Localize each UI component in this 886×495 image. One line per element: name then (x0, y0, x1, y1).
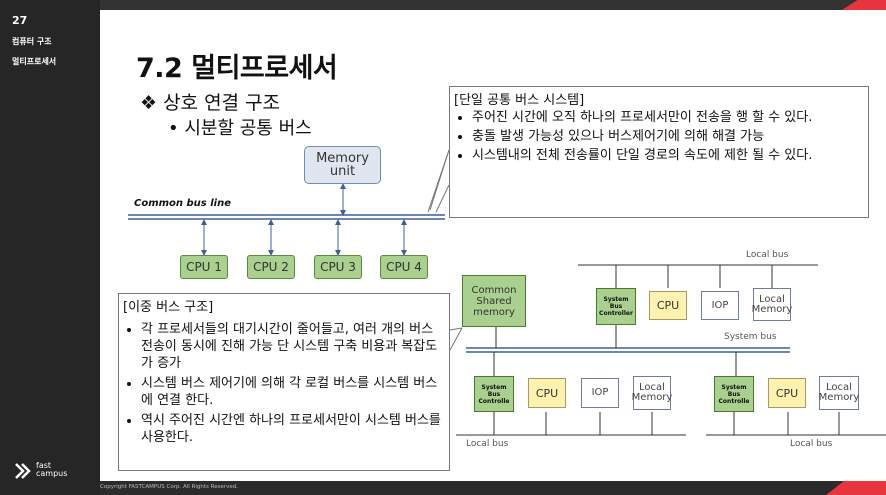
cpu-left: CPU (528, 378, 566, 408)
local-memory-right: Local Memory (819, 376, 859, 410)
logo-text-fast: fast (36, 461, 52, 470)
bullet-interconnect: ❖ 상호 연결 구조 (140, 92, 281, 114)
single-bus-item-1: 주어진 시간에 오직 하나의 프로세서만이 전송을 행 할 수 있다. (472, 110, 868, 126)
cpu-3: CPU 3 (314, 255, 362, 279)
cpu-2: CPU 2 (247, 255, 295, 279)
section-title: 멀티프로세서 (12, 57, 57, 66)
bottom-left-local-bus-label: Local bus (466, 439, 509, 449)
cpu-top: CPU (649, 291, 687, 320)
system-bus-controller-top: System Bus Controller (596, 288, 636, 325)
slide: 7.2 멀티프로세서 ❖ 상호 연결 구조 • 시분할 공통 버스 (100, 10, 886, 481)
single-bus-item-3: 시스템내의 전체 전송률이 단일 경로의 속도에 제한 될 수 있다. (472, 148, 868, 164)
fastcampus-logo: fast campus (14, 461, 84, 481)
common-bus-label: Common bus line (134, 198, 231, 209)
iop-left: IOP (581, 378, 619, 408)
system-bus-label: System bus (724, 332, 777, 342)
dual-bus-item-2: 시스템 버스 제어기에 의해 각 로컬 버스를 시스템 버스에 연결 한다. (141, 375, 449, 409)
cpu-1: CPU 1 (180, 255, 228, 279)
memory-unit: Memory unit (304, 146, 381, 184)
cpu-4: CPU 4 (380, 255, 428, 279)
single-bus-callout: [단일 공통 버스 시스템] 주어진 시간에 오직 하나의 프로세서만이 전송을… (449, 86, 869, 218)
diagram-lines (128, 149, 886, 436)
sidebar: 27 컴퓨터 구조 멀티프로세서 fast campus (0, 0, 100, 495)
local-memory-left: Local Memory (632, 376, 672, 410)
bottom-right-local-bus-label: Local bus (790, 439, 833, 449)
system-bus-controller-right: System Bus Controlle (714, 376, 754, 412)
slide-title: 7.2 멀티프로세서 (136, 53, 338, 84)
copyright: Copyright FASTCAMPUS Corp. All Rights Re… (100, 484, 238, 490)
top-accent (842, 0, 886, 10)
chapter-number: 27 (12, 14, 28, 27)
top-local-bus-label: Local bus (746, 250, 789, 260)
system-bus-controller-left: System Bus Controlle (474, 376, 514, 412)
footer-accent (826, 481, 886, 495)
iop-top: IOP (701, 291, 739, 320)
dual-bus-callout: [이중 버스 구조] 각 프로세서들의 대기시간이 줄어들고, 여러 개의 버스… (118, 293, 450, 471)
top-bar (100, 0, 886, 10)
dual-bus-item-1: 각 프로세서들의 대기시간이 줄어들고, 여러 개의 버스 전송이 동시에 진해… (141, 321, 449, 372)
single-bus-item-2: 충돌 발생 가능성 있으나 버스제어기에 의해 해결 가능 (472, 129, 868, 145)
common-shared-memory: Common Shared memory (462, 275, 526, 327)
logo-text-campus: campus (36, 469, 68, 478)
local-memory-top: Local Memory (752, 288, 792, 321)
bullet-time-shared-bus: • 시분할 공통 버스 (168, 118, 312, 139)
cpu-right: CPU (768, 378, 806, 408)
chapter-title: 컴퓨터 구조 (12, 37, 52, 46)
fastcampus-mark-icon (15, 463, 31, 479)
dual-bus-header: [이중 버스 구조] (123, 300, 214, 315)
single-bus-header: [단일 공통 버스 시스템] (454, 93, 585, 108)
dual-bus-item-3: 역시 주어진 시간엔 하나의 프로세서만이 시스템 버스를 사용한다. (141, 412, 449, 446)
footer: Copyright FASTCAMPUS Corp. All Rights Re… (100, 481, 886, 495)
